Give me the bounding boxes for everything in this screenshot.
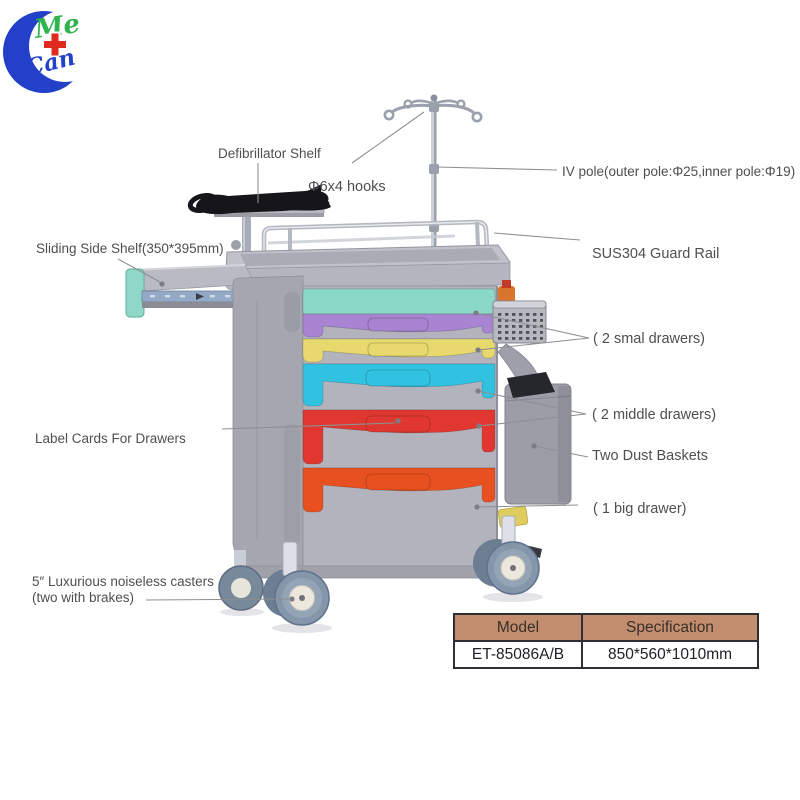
defibrillator-shelf: [187, 184, 331, 261]
label-iv-pole: IV pole(outer pole:Φ25,inner pole:Φ19): [562, 164, 796, 179]
drawer-trim-red: [302, 409, 496, 465]
iv-hook-icon: [383, 109, 395, 121]
label-casters-line1: 5″ Luxurious noiseless casters: [32, 574, 214, 589]
label-card-tab: [367, 342, 429, 357]
iv-hook-icon: [456, 99, 466, 109]
defibrillator-strap: [196, 190, 331, 215]
mecan-logo: Me Can: [3, 9, 101, 93]
spec-table-data-row: ET-85086A/B 850*560*1010mm: [455, 642, 757, 667]
spec-table-specification-value: 850*560*1010mm: [607, 645, 733, 663]
sliding-side-shelf: [125, 264, 259, 318]
label-casters-line2: (two with brakes): [32, 590, 135, 605]
dust-basket: [504, 372, 572, 505]
wire-basket: [492, 300, 547, 344]
iv-hook-icon: [471, 111, 483, 123]
label-middle-drawers: ( 2 middle drawers): [592, 407, 717, 423]
spec-table-header-specification: Specification: [626, 618, 714, 636]
label-dust-baskets: Two Dust Baskets: [592, 448, 709, 464]
label-card-tab: [367, 317, 429, 332]
label-sliding-shelf: Sliding Side Shelf(350*395mm): [36, 241, 224, 256]
iv-pole: [383, 94, 483, 256]
spec-table-header-row: Model Specification: [455, 615, 757, 642]
annotation-dots: [159, 281, 537, 602]
spec-table-header-model: Model: [455, 615, 583, 640]
iv-hook-icon: [403, 99, 413, 109]
drawer-label-cards: [365, 317, 431, 491]
label-small-drawers: ( 2 smal drawers): [593, 331, 705, 347]
annotation-lines: [117, 111, 590, 601]
shelf-end-cap: [125, 268, 145, 318]
spec-table: Model Specification ET-85086A/B 850*560*…: [453, 613, 759, 669]
label-label-cards: Label Cards For Drawers: [35, 431, 186, 446]
logo-cross-icon: [42, 31, 68, 58]
label-guard-rail: SUS304 Guard Rail: [592, 246, 720, 262]
label-big-drawer: ( 1 big drawer): [593, 501, 687, 517]
spec-table-model-value: ET-85086A/B: [455, 642, 583, 667]
label-card-tab: [365, 369, 431, 387]
guard-rail: [261, 219, 490, 263]
caster-front-right: [473, 515, 542, 595]
label-hooks: Φ6x4 hooks: [308, 179, 386, 195]
label-defibrillator-shelf: Defibrillator Shelf: [218, 146, 321, 161]
label-casters: 5″ Luxurious noiseless casters (two with…: [32, 574, 214, 606]
bottle: [498, 286, 515, 303]
label-card-tab: [365, 473, 431, 491]
cabinet: [232, 275, 505, 579]
drawer-strip-teal: [302, 288, 496, 315]
caster-front-left: [263, 541, 330, 626]
casters: [218, 515, 543, 633]
